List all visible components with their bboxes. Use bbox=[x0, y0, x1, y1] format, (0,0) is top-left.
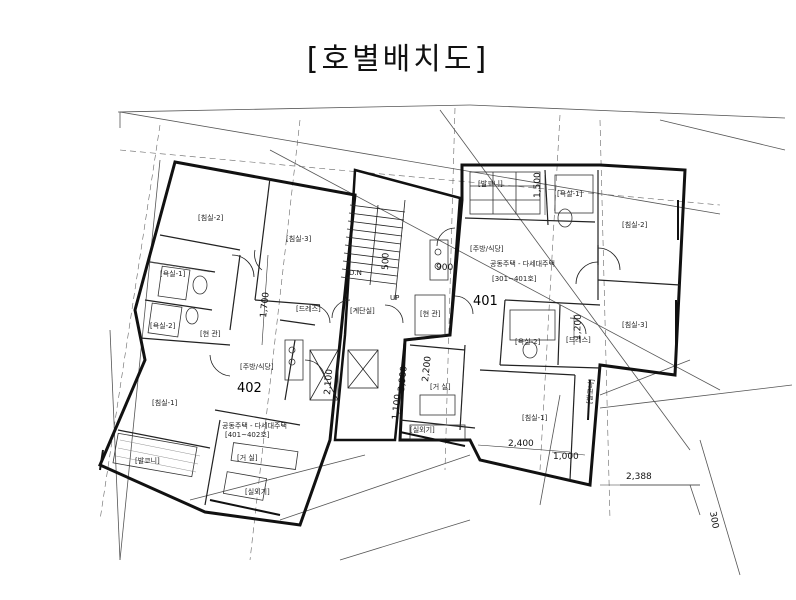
dimension-label: 1,700 bbox=[259, 291, 272, 318]
room-label: [계단실] bbox=[350, 306, 375, 315]
unit-402-walls bbox=[98, 160, 357, 527]
room-label: [실외기] bbox=[410, 425, 435, 434]
room-label: [발코니] bbox=[135, 456, 160, 465]
room-label: [드레스] bbox=[566, 335, 591, 344]
dimension-label: 500 bbox=[381, 252, 392, 270]
room-label: [욕실-2] bbox=[150, 321, 176, 330]
stair-direction: D.N bbox=[349, 269, 362, 277]
unit-sign-sub: [401~402호] bbox=[225, 431, 270, 439]
stair-hall-walls bbox=[333, 168, 462, 442]
dimension-label: 1,200 bbox=[573, 314, 584, 340]
dimension-label: 1,500 bbox=[533, 172, 543, 198]
room-label: [주방/식당] bbox=[240, 362, 274, 371]
room-label: [주방/식당] bbox=[470, 244, 504, 253]
room-label: [침실-3] bbox=[622, 320, 648, 329]
room-label: [침실-1] bbox=[522, 413, 548, 422]
room-label: [욕실-1] bbox=[160, 269, 186, 278]
unit-number-401: 401 bbox=[473, 294, 498, 309]
dimension-label: 2,100 bbox=[323, 368, 335, 395]
unit-sign-sub: [301~401호] bbox=[492, 275, 537, 283]
room-label: [침실-2] bbox=[622, 220, 648, 229]
room-label: [거 실] bbox=[430, 382, 451, 391]
dimension-label: 3,900 bbox=[397, 365, 410, 392]
unit-401-walls bbox=[398, 163, 687, 487]
room-label: [욕실-2] bbox=[515, 337, 541, 346]
room-label: [드레스] bbox=[296, 304, 321, 313]
unit-sign: 공동주택 - 다세대주택 bbox=[490, 259, 555, 268]
dimension-label: 1,100 bbox=[391, 393, 404, 420]
room-label: [침실-3] bbox=[286, 234, 312, 243]
stair-direction: UP bbox=[390, 294, 399, 302]
windows bbox=[99, 200, 679, 516]
room-label: [거 실] bbox=[237, 453, 258, 462]
dimension-label: 1,000 bbox=[553, 452, 579, 462]
room-label: [욕실-1] bbox=[557, 189, 583, 198]
page-title: [호별배치도] bbox=[306, 42, 490, 77]
dimension-label: 2,200 bbox=[421, 355, 434, 382]
stair-treads bbox=[340, 199, 406, 301]
room-label: [발코니] bbox=[478, 179, 503, 188]
room-label: [현 관] bbox=[420, 309, 441, 318]
room-label: [침실-1] bbox=[152, 398, 178, 407]
dimension-label: 900 bbox=[436, 263, 453, 273]
room-label: [실외기] bbox=[245, 487, 270, 496]
grid-lines bbox=[109, 104, 793, 576]
dimension-label: 2,388 bbox=[626, 472, 652, 482]
dimension-label: 2,400 bbox=[508, 439, 534, 449]
room-label: [발코니] bbox=[585, 378, 596, 404]
room-label: [현 관] bbox=[200, 329, 221, 338]
unit-sign: 공동주택 - 다세대주택 bbox=[222, 421, 287, 430]
unit-number-402: 402 bbox=[237, 381, 262, 396]
dimension-label: 300 bbox=[707, 511, 720, 530]
room-label: [침실-2] bbox=[198, 213, 224, 222]
